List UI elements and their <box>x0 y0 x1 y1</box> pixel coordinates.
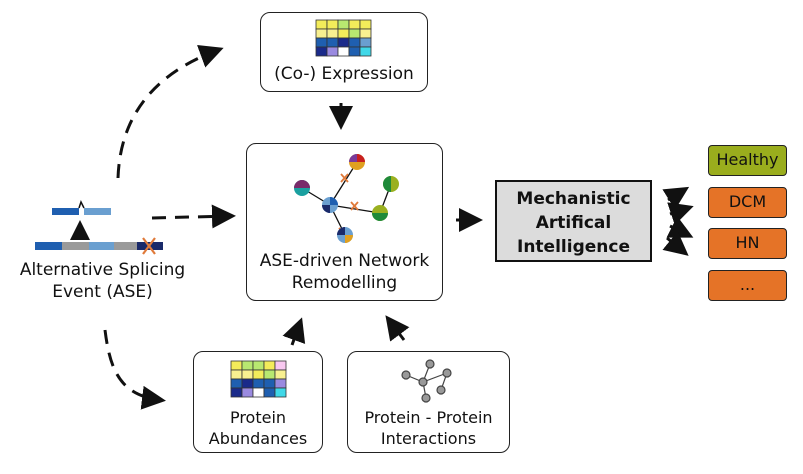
ppi-label-line1: Protein - Protein <box>364 408 493 427</box>
coexpression-label: (Co-) Expression <box>274 64 414 84</box>
ppi-graph-icon <box>401 359 452 403</box>
network-remodelling-box: ASE-driven Network Remodelling <box>246 143 443 301</box>
network-graph <box>294 154 399 243</box>
expression-heatmap-icon <box>315 19 373 57</box>
arrow-ppi-to-network <box>385 315 410 342</box>
arrow-mai-to-hn <box>666 216 694 238</box>
mai-label-line1: Mechanistic <box>516 189 631 209</box>
mai-label-line2: Artifical <box>535 213 612 233</box>
outcome-more: ... <box>708 270 787 301</box>
network-label-line2: Remodelling <box>291 273 398 293</box>
mechanistic-ai-box: Mechanistic Artifical Intelligence <box>495 180 652 262</box>
protein-label-line2: Abundances <box>208 429 308 448</box>
arrow-mai-to-healthy <box>662 186 690 210</box>
arrow-mai-to-more <box>662 231 689 256</box>
network-label-line1: ASE-driven Network <box>259 251 430 271</box>
outcome-hn: HN <box>708 228 787 259</box>
mai-label-line3: Intelligence <box>517 237 630 257</box>
protein-abundances-box: Protein Abundances <box>193 351 323 453</box>
protein-label-line1: Protein <box>229 408 287 427</box>
coexpression-box: (Co-) Expression <box>260 12 428 92</box>
ase-label-line2: Event (ASE) <box>52 282 153 302</box>
ppi-label-line2: Interactions <box>380 429 477 448</box>
ase-label-line1: Alternative Splicing <box>19 260 186 280</box>
arrow-ase-to-network <box>151 204 236 229</box>
splicing-event-graphic <box>35 200 163 255</box>
outcome-dcm: DCM <box>708 187 787 218</box>
arrow-ase-to-protein <box>103 329 166 410</box>
abundance-heatmap-icon <box>230 360 288 398</box>
arrow-ase-to-coexpression <box>116 44 224 179</box>
arrow-protein-to-network <box>282 317 306 346</box>
arrow-mai-to-dcm <box>667 202 694 226</box>
outcome-healthy: Healthy <box>708 145 787 176</box>
ppi-box: Protein - Protein Interactions <box>347 351 510 453</box>
